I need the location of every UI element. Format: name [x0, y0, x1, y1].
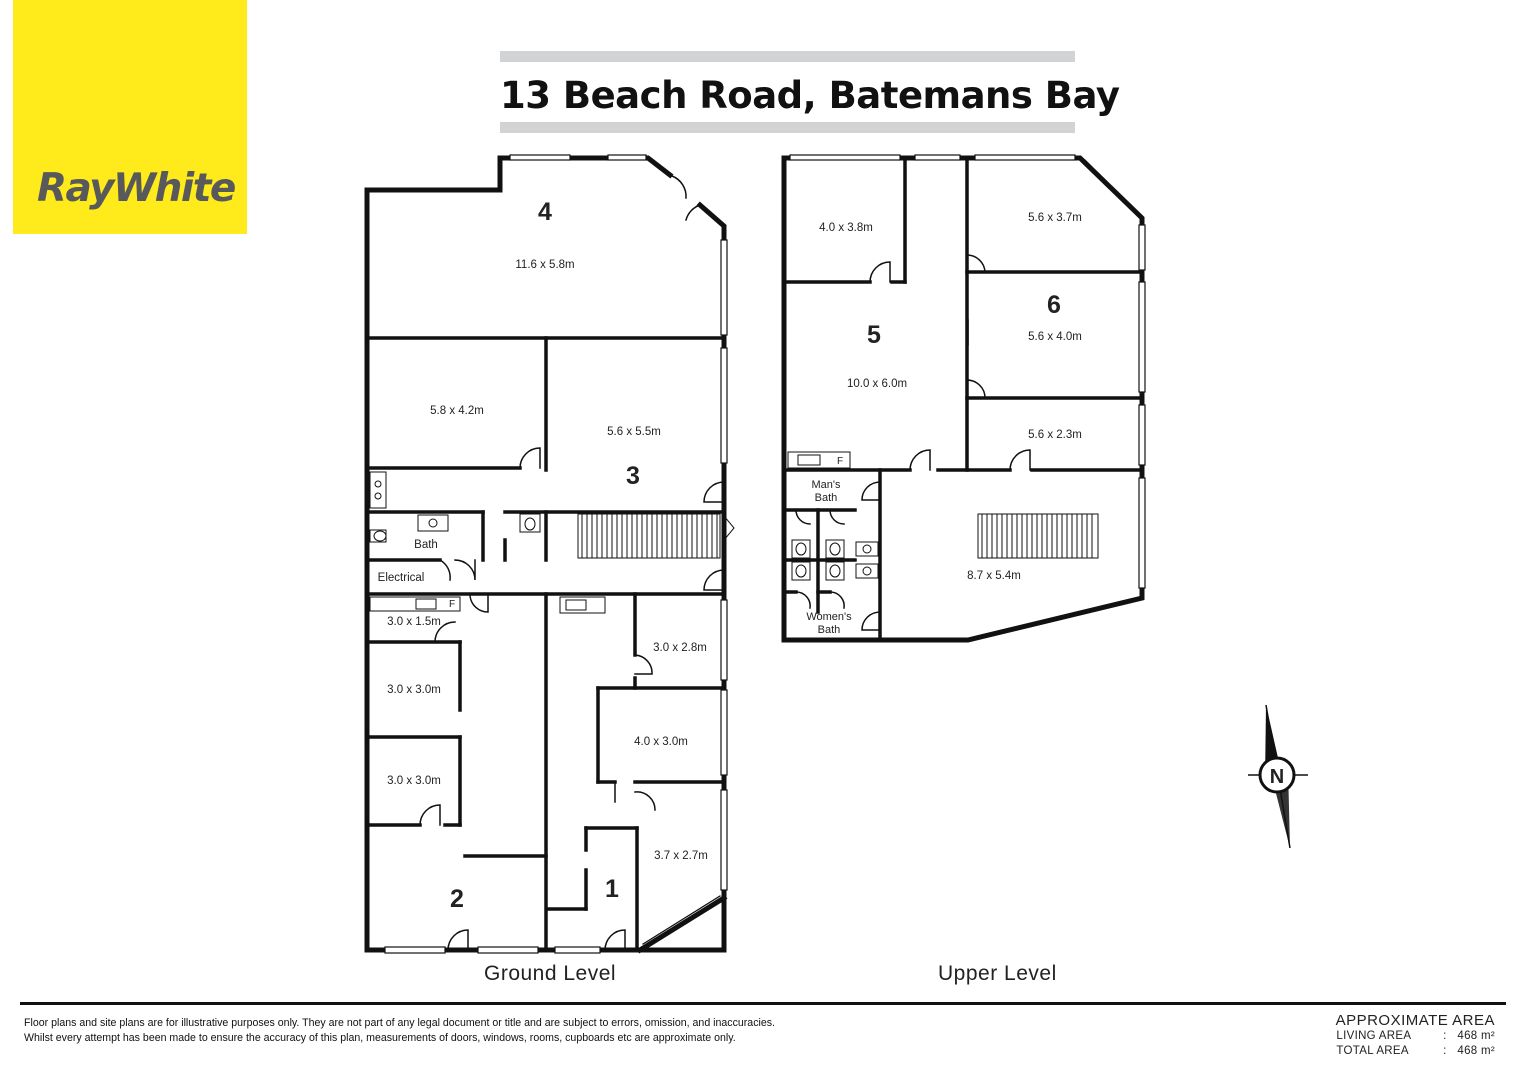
- room-number-4: 4: [538, 198, 552, 226]
- living-area-value: 468 m²: [1457, 1030, 1495, 1042]
- total-area-label: TOTAL AREA: [1336, 1045, 1409, 1057]
- room-size-87x54: 8.7 x 5.4m: [967, 570, 1021, 582]
- room-size-37x27: 3.7 x 2.7m: [654, 850, 708, 862]
- living-area-sep: :: [1443, 1030, 1447, 1042]
- approximate-area-panel: APPROXIMATE AREA LIVING AREA : 468 m² TO…: [1295, 1012, 1495, 1059]
- upper-windows: [789, 154, 1146, 589]
- room-labels: 4 11.6 x 5.8m 5.8 x 4.2m 5.6 x 5.5m 3 Ba…: [378, 198, 1082, 913]
- ground-level-label: Ground Level: [484, 962, 617, 985]
- room-size-40x30: 4.0 x 3.0m: [634, 736, 688, 748]
- room-size-3: 5.6 x 5.5m: [607, 426, 661, 438]
- fridge-label: F: [449, 599, 455, 610]
- room-number-1: 1: [605, 875, 619, 903]
- disclaimer-line-2: Whilst every attempt has been made to en…: [24, 1032, 736, 1044]
- room-size-5: 10.0 x 6.0m: [847, 378, 907, 390]
- room-number-6: 6: [1047, 291, 1061, 319]
- living-area-label: LIVING AREA: [1336, 1030, 1412, 1042]
- page-title: 13 Beach Road, Batemans Bay: [500, 74, 1120, 117]
- upper-outer-walls: [781, 155, 1145, 643]
- womens-bath-label-line1: Women's: [806, 611, 852, 623]
- room-size-56x37: 5.6 x 3.7m: [1028, 212, 1082, 224]
- compass-letter: N: [1270, 766, 1284, 788]
- title-rule-top: [500, 51, 1075, 62]
- womens-bath-label-line2: Bath: [818, 624, 841, 636]
- upper-doors: [795, 254, 1031, 631]
- total-area-value: 468 m²: [1457, 1045, 1495, 1057]
- room-size-30x15: 3.0 x 1.5m: [387, 616, 441, 628]
- room-size-58x42: 5.8 x 4.2m: [430, 405, 484, 417]
- room-number-3: 3: [626, 462, 640, 490]
- room-size-4: 11.6 x 5.8m: [515, 259, 574, 271]
- title-rule-bottom: [500, 122, 1075, 133]
- living-area-row: LIVING AREA : 468 m²: [1295, 1029, 1495, 1044]
- upper-interior-walls: [782, 156, 1144, 642]
- area-heading: APPROXIMATE AREA: [1335, 1012, 1495, 1029]
- total-area-sep: :: [1443, 1045, 1447, 1057]
- footer-rule: [20, 1002, 1506, 1005]
- ground-stairs: [577, 513, 735, 559]
- upper-fixtures: [787, 451, 879, 581]
- disclaimer: Floor plans and site plans are for illus…: [24, 1016, 775, 1046]
- room-size-40x38: 4.0 x 3.8m: [819, 222, 873, 234]
- room-size-56x23: 5.6 x 2.3m: [1028, 429, 1082, 441]
- room-size-30x30-b: 3.0 x 3.0m: [387, 775, 441, 787]
- room-number-5: 5: [867, 321, 881, 349]
- upper-stairs: [977, 513, 1099, 559]
- logo-text: RayWhite: [37, 166, 236, 211]
- room-size-30x28: 3.0 x 2.8m: [653, 642, 707, 654]
- room-number-2: 2: [450, 885, 464, 913]
- room-size-30x30-a: 3.0 x 3.0m: [387, 684, 441, 696]
- compass-north-icon: N: [1248, 704, 1308, 849]
- electrical-label: Electrical: [378, 572, 425, 584]
- room-size-56x40: 5.6 x 4.0m: [1028, 331, 1082, 343]
- fridge-label-upper: F: [837, 456, 843, 467]
- bath-label: Bath: [414, 539, 438, 551]
- disclaimer-line-1: Floor plans and site plans are for illus…: [24, 1017, 775, 1029]
- ground-doors: [419, 175, 725, 951]
- mans-bath-label-line2: Bath: [815, 492, 838, 504]
- floor-plan: 4 11.6 x 5.8m 5.8 x 4.2m 5.6 x 5.5m 3 Ba…: [364, 154, 1308, 954]
- ground-fixtures: [369, 471, 606, 614]
- mans-bath-label-line1: Man's: [812, 479, 841, 491]
- ground-windows: [384, 154, 728, 954]
- ground-interior-walls: [365, 336, 726, 952]
- ray-white-logo: RayWhite: [13, 0, 247, 234]
- upper-level-label: Upper Level: [938, 962, 1057, 985]
- total-area-row: TOTAL AREA : 468 m²: [1295, 1044, 1495, 1059]
